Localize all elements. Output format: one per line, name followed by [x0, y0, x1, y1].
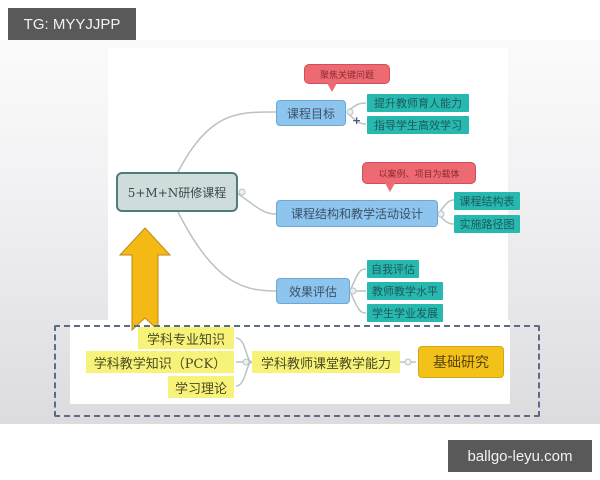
branch-course-structure[interactable]: 课程结构和教学活动设计 [276, 200, 438, 227]
middle-classroom-ability[interactable]: 学科教师课堂教学能力 [252, 351, 400, 373]
foundation-dashed-frame [54, 325, 540, 417]
input-pck[interactable]: 学科教学知识（PCK） [86, 351, 234, 373]
leaf-course-structure-table[interactable]: 课程结构表 [454, 192, 520, 210]
up-arrow-icon [118, 227, 172, 332]
leaf-implementation-path[interactable]: 实施路径图 [454, 215, 520, 233]
watermark-top-left: TG: MYYJJPP [8, 8, 136, 40]
callout-case-project: 以案例、项目为载体 [362, 162, 476, 192]
input-subject-knowledge[interactable]: 学科专业知识 [138, 327, 234, 349]
expand-plus-icon[interactable]: + [352, 114, 362, 127]
leaf-self-evaluation[interactable]: 自我评估 [367, 260, 419, 278]
branch-course-goals[interactable]: 课程目标 [276, 100, 346, 126]
input-learning-theory[interactable]: 学习理论 [168, 376, 234, 398]
leaf-student-development[interactable]: 学生学业发展 [367, 304, 443, 322]
root-node[interactable]: 5+M+N研修课程 [116, 172, 238, 212]
branch-evaluation[interactable]: 效果评估 [276, 278, 350, 304]
callout-key-problem: 聚焦关键问题 [304, 64, 390, 92]
result-basic-research[interactable]: 基础研究 [418, 346, 504, 378]
leaf-teaching-level[interactable]: 教师教学水平 [367, 282, 443, 300]
watermark-bottom-right: ballgo-leyu.com [448, 440, 592, 472]
leaf-student-learning[interactable]: 指导学生高效学习 [367, 116, 469, 134]
leaf-teacher-ability[interactable]: 提升教师育人能力 [367, 94, 469, 112]
